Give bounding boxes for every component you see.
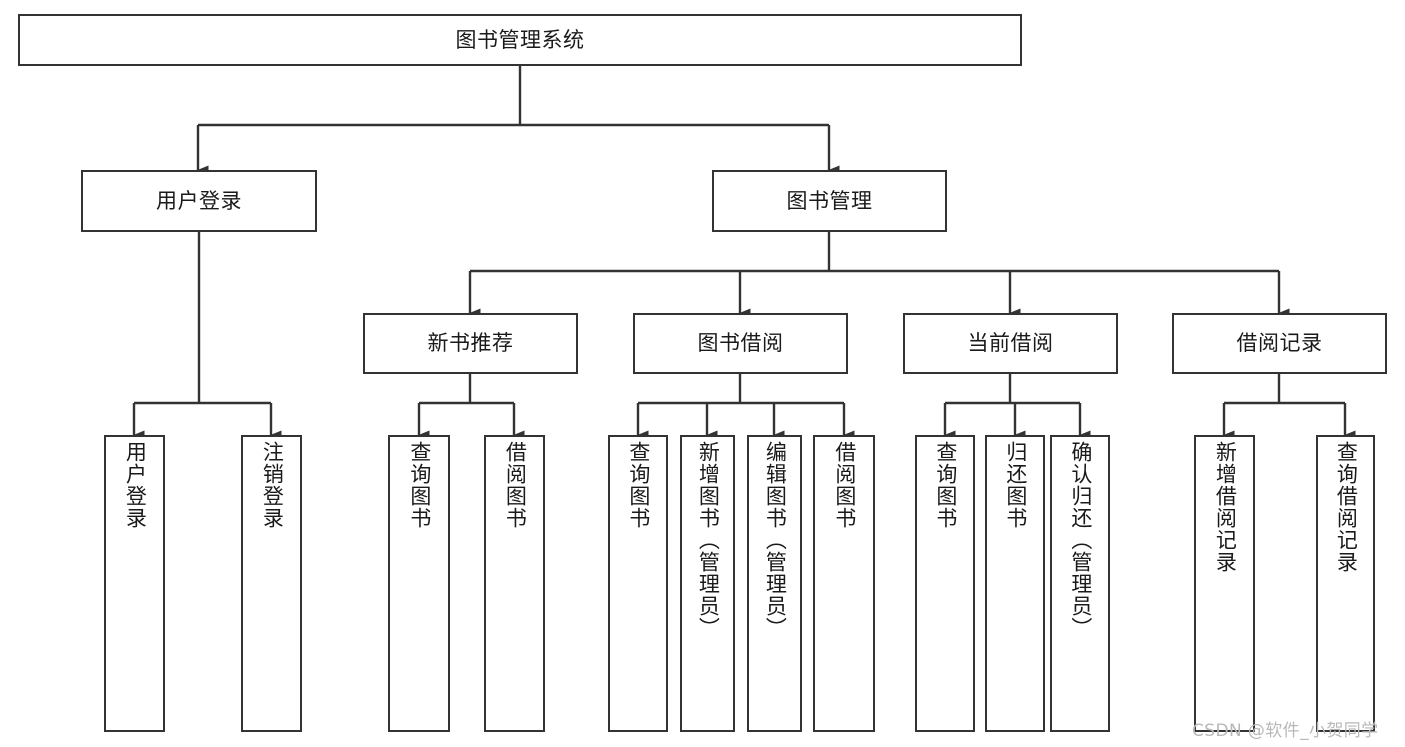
node-label: 查询借阅记录 <box>1334 441 1359 573</box>
node-leaf-query-book-rec[interactable]: 查询图书 <box>388 435 450 732</box>
node-leaf-query-book[interactable]: 查询图书 <box>608 435 668 732</box>
node-current-borrow[interactable]: 当前借阅 <box>903 313 1118 374</box>
node-new-book-rec[interactable]: 新书推荐 <box>363 313 578 374</box>
node-label: 查询图书 <box>626 441 651 529</box>
node-label: 新增借阅记录 <box>1213 441 1238 573</box>
node-book-manage[interactable]: 图书管理 <box>712 170 947 232</box>
node-root[interactable]: 图书管理系统 <box>18 14 1022 66</box>
node-leaf-logout[interactable]: 注销登录 <box>241 435 302 732</box>
node-label: 新增图书（管理员） <box>696 441 721 639</box>
node-leaf-return-book[interactable]: 归还图书 <box>985 435 1045 732</box>
node-label: 图书管理系统 <box>455 27 585 52</box>
node-leaf-edit-book[interactable]: 编辑图书（管理员） <box>747 435 802 732</box>
node-leaf-borrow-book-rec[interactable]: 借阅图书 <box>484 435 545 732</box>
watermark-text: CSDN @软件_小贺同学 <box>1192 721 1379 741</box>
node-leaf-add-record[interactable]: 新增借阅记录 <box>1194 435 1255 732</box>
node-label: 图书管理 <box>786 188 873 213</box>
node-book-borrow[interactable]: 图书借阅 <box>633 313 848 374</box>
node-label: 借阅图书 <box>832 441 857 529</box>
node-label: 查询图书 <box>407 441 432 529</box>
node-label: 借阅记录 <box>1236 331 1323 356</box>
node-label: 用户登录 <box>123 441 148 529</box>
node-label: 借阅图书 <box>503 441 528 529</box>
node-label: 编辑图书（管理员） <box>763 441 788 639</box>
node-leaf-confirm-return[interactable]: 确认归还（管理员） <box>1050 435 1110 732</box>
node-label: 用户登录 <box>156 188 242 213</box>
node-label: 当前借阅 <box>967 331 1054 356</box>
node-leaf-query-record[interactable]: 查询借阅记录 <box>1316 435 1375 732</box>
node-label: 确认归还（管理员） <box>1068 441 1093 639</box>
node-leaf-query-book-cur[interactable]: 查询图书 <box>915 435 975 732</box>
node-label: 归还图书 <box>1003 441 1028 529</box>
node-borrow-record[interactable]: 借阅记录 <box>1172 313 1387 374</box>
node-label: 注销登录 <box>260 441 285 529</box>
node-user-login[interactable]: 用户登录 <box>81 170 317 232</box>
node-leaf-user-login[interactable]: 用户登录 <box>104 435 165 732</box>
node-label: 图书借阅 <box>697 331 784 356</box>
node-label: 新书推荐 <box>427 331 514 356</box>
node-leaf-add-book[interactable]: 新增图书（管理员） <box>680 435 735 732</box>
node-label: 查询图书 <box>933 441 958 529</box>
connector-lines <box>132 66 1356 440</box>
node-leaf-borrow-book[interactable]: 借阅图书 <box>813 435 875 732</box>
